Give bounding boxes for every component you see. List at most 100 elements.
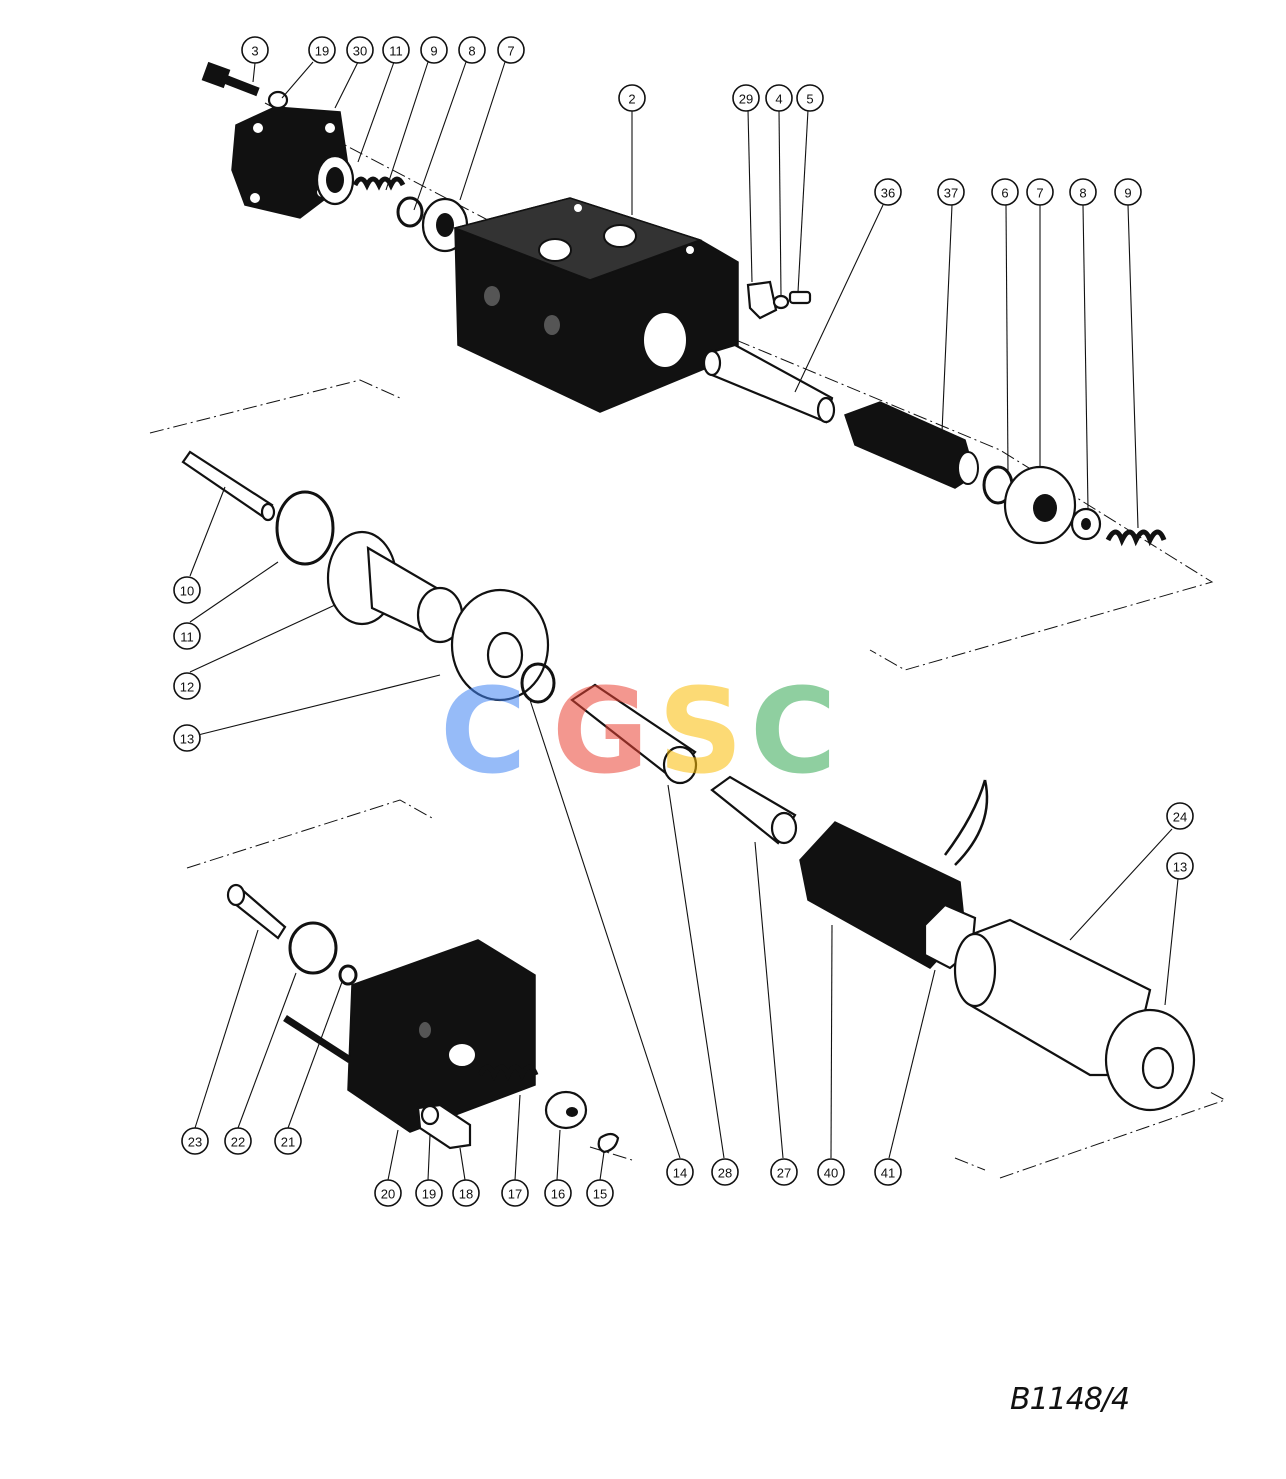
callout-number: 29 [739,92,753,107]
spool-36 [702,343,836,424]
part-callout: 23 [181,1127,209,1155]
callout-number: 4 [775,92,782,107]
callout-circle [452,1179,480,1207]
callout-circle [173,724,201,752]
callout-number: 7 [1036,186,1043,201]
callout-number: 23 [188,1135,202,1150]
callout-circle [1114,178,1142,206]
callout-circle [618,84,646,112]
part-callout: 27 [770,1158,798,1186]
callout-circle [382,36,410,64]
part-callout: 16 [544,1179,572,1207]
callout-number: 16 [551,1187,565,1202]
part-callout: 28 [711,1158,739,1186]
part-callout: 18 [452,1179,480,1207]
part-callout: 3 [241,36,269,64]
callout-circle [274,1127,302,1155]
callout-number: 17 [508,1187,522,1202]
clip-15 [597,1132,620,1154]
callout-circle [173,622,201,650]
callout-number: 22 [231,1135,245,1150]
watermark-letter: C [750,662,837,800]
drawing-number: B1148/4 [1010,1382,1130,1417]
callout-circle [770,1158,798,1186]
part-callout: 7 [1026,178,1054,206]
part-callout: 2 [618,84,646,112]
part-callout: 15 [586,1179,614,1207]
o-ring-22 [288,921,338,975]
part-callout: 19 [415,1179,443,1207]
right-rings-and-spring [982,465,1167,547]
part-callout: 17 [501,1179,529,1207]
callout-number: 27 [777,1166,791,1181]
callout-circle [937,178,965,206]
callout-circle [173,576,201,604]
cap-13 [1104,1008,1196,1112]
part-callout: 4 [765,84,793,112]
sleeve-37 [844,401,979,489]
pin-10 [181,450,276,522]
part-callout: 10 [173,576,201,604]
callout-circle [586,1179,614,1207]
part-callout: 36 [874,178,902,206]
callout-circle [374,1179,402,1207]
callout-circle [796,84,824,112]
callout-circle [544,1179,572,1207]
callout-circle [874,1158,902,1186]
watermark-letter: S [658,662,743,800]
callout-circle [1166,852,1194,880]
part-callout: 22 [224,1127,252,1155]
callout-circle [224,1127,252,1155]
part-callout: 20 [374,1179,402,1207]
plug-18 [416,1103,472,1150]
callout-number: 20 [381,1187,395,1202]
callout-number: 37 [944,186,958,201]
callout-number: 11 [389,44,403,59]
part-callout: 13 [1166,852,1194,880]
tube-28 [570,683,698,785]
callout-circle [874,178,902,206]
callout-circle [420,36,448,64]
callout-circle [666,1158,694,1186]
pin-23 [226,883,287,940]
watermark-letter: G [552,662,649,800]
part-callout: 9 [420,36,448,64]
part-callout: 9 [1114,178,1142,206]
callout-number: 24 [1173,810,1187,825]
part-callout: 5 [796,84,824,112]
callout-circle [765,84,793,112]
callout-circle [181,1127,209,1155]
callout-circle [501,1179,529,1207]
watermark-letter: C [440,662,527,800]
callout-number: 6 [1001,186,1008,201]
callout-number: 19 [315,44,329,59]
bolt-long [283,1015,352,1063]
callout-circle [241,36,269,64]
callout-number: 7 [507,44,514,59]
cgsc-watermark: C G S C [440,662,860,800]
callout-number: 10 [180,584,194,599]
part-callout: 7 [497,36,525,64]
callout-number: 41 [881,1166,895,1181]
o-ring-11 [275,490,335,566]
callout-number: 9 [430,44,437,59]
callout-circle [308,36,336,64]
part-callout: 29 [732,84,760,112]
callout-circle [415,1179,443,1207]
bracket-and-screw [746,280,812,320]
part-callout: 8 [458,36,486,64]
callout-number: 30 [353,44,367,59]
part-callout: 11 [382,36,410,64]
leader-lines [189,61,1179,1181]
valve-body-block [452,197,739,413]
callout-circle [817,1158,845,1186]
part-callout: 19 [308,36,336,64]
part-callout: 6 [991,178,1019,206]
callout-circle [1026,178,1054,206]
part-callout: 11 [173,622,201,650]
callout-number: 28 [718,1166,732,1181]
callout-circle [458,36,486,64]
o-ring-21 [338,964,358,986]
callout-number: 21 [281,1135,295,1150]
